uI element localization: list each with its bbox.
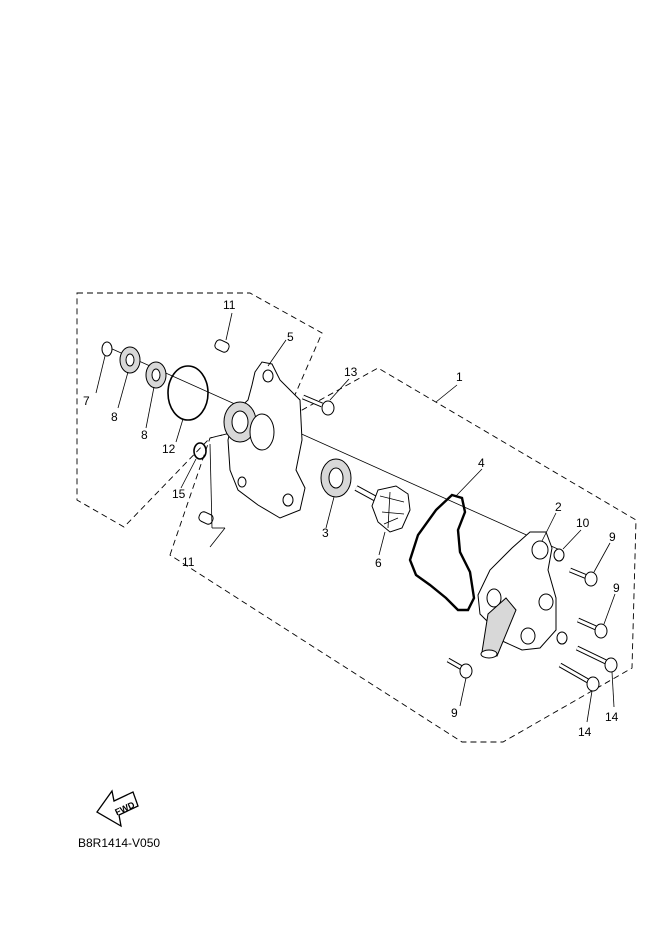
dowel-pin-part-11b xyxy=(198,511,214,525)
bolt-part-9a xyxy=(569,567,598,587)
o-ring-part-15 xyxy=(193,442,207,460)
oil-seal-part-8b xyxy=(145,361,167,389)
diagram-code: B8R1414-V050 xyxy=(78,836,160,850)
circlip-part-7 xyxy=(101,341,113,357)
callout-8a: 8 xyxy=(111,410,118,424)
callout-2: 2 xyxy=(555,500,562,514)
callout-9c: 9 xyxy=(451,706,458,720)
callout-9a: 9 xyxy=(609,530,616,544)
assembly-boundary-lower xyxy=(169,367,637,743)
o-ring-part-12 xyxy=(167,365,209,421)
impeller-shaft-housing-part-5 xyxy=(223,361,306,519)
assembly-boundary-upper xyxy=(76,292,323,528)
dowel-pin-part-11a xyxy=(214,339,230,353)
callout-6: 6 xyxy=(375,556,382,570)
callout-7: 7 xyxy=(83,394,90,408)
bolt-part-14b xyxy=(558,662,600,692)
impeller-part-6 xyxy=(354,485,411,533)
bearing-part-3 xyxy=(320,458,352,498)
leader-lines xyxy=(95,312,616,723)
callout-11a: 11 xyxy=(223,298,236,312)
callout-15: 15 xyxy=(172,487,186,501)
gasket-part-4 xyxy=(408,493,476,612)
callout-1: 1 xyxy=(456,370,463,384)
fwd-arrow-icon: FWD xyxy=(96,789,139,828)
callout-13: 13 xyxy=(344,365,358,379)
washer-part-10 xyxy=(553,548,565,562)
assembly-axis-line xyxy=(109,347,561,551)
callout-11b: 11 xyxy=(182,555,195,569)
bolt-part-9c xyxy=(446,657,473,679)
callout-12: 12 xyxy=(162,442,176,456)
callout-8b: 8 xyxy=(141,428,148,442)
callout-10: 10 xyxy=(576,516,590,530)
bolt-part-13 xyxy=(302,394,335,416)
pump-cover-part-2 xyxy=(477,531,568,659)
callout-14b: 14 xyxy=(578,725,592,739)
callout-5: 5 xyxy=(287,330,294,344)
callout-3: 3 xyxy=(322,526,329,540)
oil-seal-part-8a xyxy=(119,346,141,374)
callout-9b: 9 xyxy=(613,581,620,595)
bolt-part-9b xyxy=(576,617,608,639)
bolt-part-14a xyxy=(575,645,618,673)
callout-14a: 14 xyxy=(605,710,619,724)
callout-4: 4 xyxy=(478,456,485,470)
